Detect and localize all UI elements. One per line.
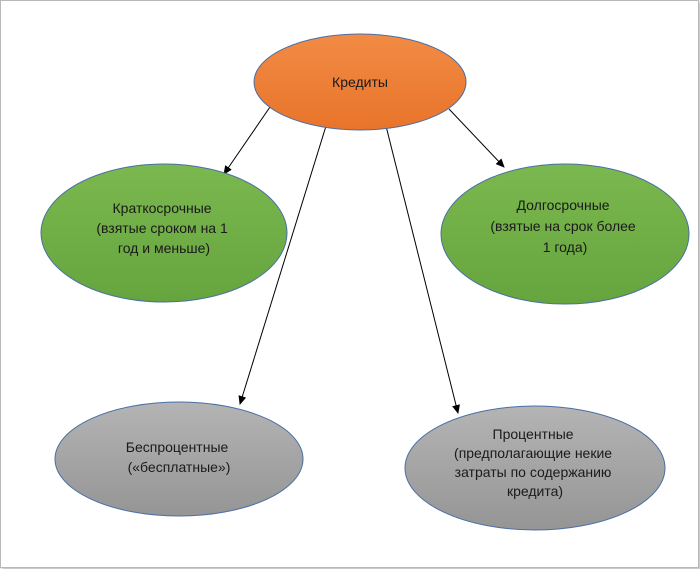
svg-text:Краткосрочные (взятые ср: Краткосрочные (взятые сроком на 1 год и …: [96, 200, 231, 256]
node-interest-shape: [404, 405, 666, 531]
node-credits-shape: [253, 33, 467, 131]
node-short-term: Краткосрочные (взятые сроком на 1 год и …: [40, 163, 288, 303]
svg-text:Процентные (предполагающ: Процентные (предполагающие некие затраты…: [454, 426, 616, 499]
node-interest-free: Беспроцентные («бесплатные»): [54, 401, 304, 517]
node-long-term-shape: [440, 163, 690, 305]
edge-root-interest: [385, 125, 460, 414]
node-short-term-line: (взятые сроком на 1: [96, 220, 228, 236]
node-interest-line: (предполагающие некие: [454, 445, 612, 461]
node-interest-line: кредита): [507, 483, 563, 499]
edge-root-interest-free: [238, 125, 327, 405]
node-credits-line: Кредиты: [332, 74, 388, 90]
svg-text:Долгосрочные (взятые на: Долгосрочные (взятые на срок более 1 год…: [490, 197, 639, 255]
node-interest-free-shape: [54, 401, 304, 517]
node-interest-line: затраты по содержанию: [455, 464, 612, 480]
edge-root-long-term: [448, 108, 505, 168]
node-short-term-line: Краткосрочные: [113, 200, 212, 216]
node-long-term-line: Долгосрочные: [517, 197, 610, 213]
node-interest-free-line: Беспроцентные: [126, 439, 229, 455]
edges: [223, 106, 505, 414]
node-short-term-line: год и меньше): [118, 240, 210, 256]
node-interest-free-line: («бесплатные»): [128, 459, 231, 475]
node-short-term-shape: [40, 163, 288, 303]
edge-root-short-term: [223, 106, 271, 175]
node-long-term-line: 1 года): [543, 239, 588, 255]
node-credits: Кредиты: [253, 33, 467, 131]
svg-text:Кредиты: Кредиты: [332, 74, 388, 90]
svg-text:Беспроцентные («бесплатн: Беспроцентные («бесплатные»): [126, 439, 232, 475]
node-interest: Процентные (предполагающие некие затраты…: [404, 405, 666, 531]
node-interest-line: Процентные: [493, 426, 574, 442]
node-long-term-line: (взятые на срок более: [490, 218, 636, 234]
node-long-term: Долгосрочные (взятые на срок более 1 год…: [440, 163, 690, 305]
